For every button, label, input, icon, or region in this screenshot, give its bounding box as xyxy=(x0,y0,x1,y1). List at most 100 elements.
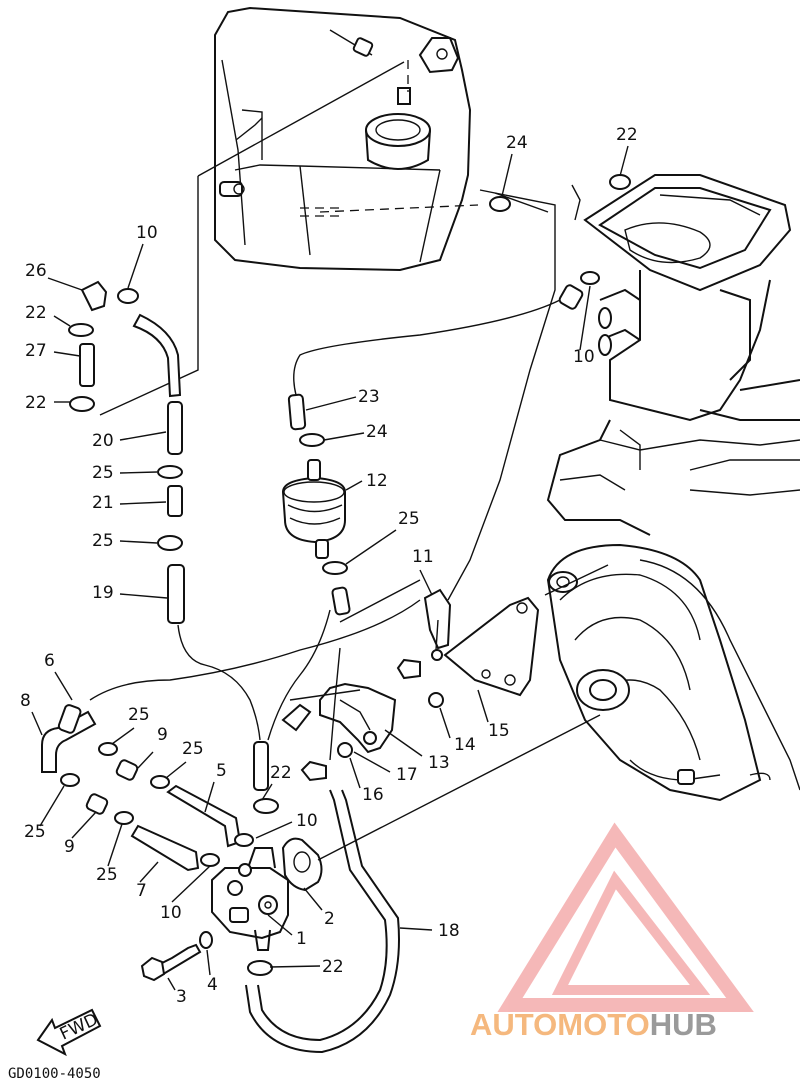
callout-label: 25 xyxy=(96,865,118,885)
hose-19 xyxy=(167,564,185,624)
callout-label: 14 xyxy=(454,735,476,755)
callout-label: 8 xyxy=(20,691,31,711)
callout-leader xyxy=(384,729,423,757)
callout-leader xyxy=(303,887,323,911)
hose-27 xyxy=(79,343,95,387)
callout-leader xyxy=(345,480,363,491)
callout-leader xyxy=(119,431,167,441)
callout-leader xyxy=(165,761,187,779)
callout-label: 25 xyxy=(92,463,114,483)
guide-line xyxy=(99,176,199,416)
callout-label: 10 xyxy=(296,811,318,831)
hose-7 xyxy=(130,824,200,872)
callout-leader xyxy=(54,671,73,701)
callout-label: 13 xyxy=(428,753,450,773)
callout-label: 1 xyxy=(296,929,307,949)
callout-label: 12 xyxy=(366,471,388,491)
carburetor-assembly xyxy=(546,174,800,536)
fittings xyxy=(80,280,444,815)
callout-label: 22 xyxy=(270,763,292,783)
fwd-label: FWD xyxy=(57,1010,101,1045)
hose-short xyxy=(558,284,584,310)
callout-leader xyxy=(269,965,321,968)
callout-label: 16 xyxy=(362,785,384,805)
callout-label: 17 xyxy=(396,765,418,785)
callout-leader xyxy=(267,914,293,936)
guide-line xyxy=(197,61,405,177)
callout-leader xyxy=(204,781,215,813)
callout-leader xyxy=(119,501,167,505)
callout-leader xyxy=(477,689,489,723)
callout-label: 2 xyxy=(324,909,335,929)
callout-leader xyxy=(399,927,433,931)
callout-label: 22 xyxy=(25,393,47,413)
hose-filter-out xyxy=(331,586,351,616)
hose-20 xyxy=(132,313,182,398)
mounting-plate xyxy=(443,564,609,697)
hose-18 xyxy=(257,789,388,1042)
callout-leader xyxy=(419,569,433,596)
callout-leader xyxy=(323,432,365,441)
fuel-cock xyxy=(211,847,289,951)
callout-label: 3 xyxy=(176,987,187,1007)
callout-leader xyxy=(53,315,71,327)
callout-label: 26 xyxy=(25,261,47,281)
callout-leader xyxy=(137,751,154,769)
hose-clip xyxy=(423,588,452,661)
callout-label: 24 xyxy=(506,133,528,153)
callout-label: 20 xyxy=(92,431,114,451)
hose-5 xyxy=(166,784,242,848)
watermark-text: AUTOMOTOHUB xyxy=(470,1007,717,1042)
gasket xyxy=(281,837,323,892)
callout-label: 18 xyxy=(438,921,460,941)
watermark-logo xyxy=(497,822,754,1012)
callout-leader xyxy=(349,757,361,789)
callout-leader xyxy=(119,593,168,599)
callout-label: 9 xyxy=(64,837,75,857)
bolt xyxy=(140,943,202,982)
callout-label: 10 xyxy=(573,347,595,367)
callout-label: 23 xyxy=(358,387,380,407)
callout-leader xyxy=(53,351,81,357)
callout-leader xyxy=(107,823,123,867)
callout-leader xyxy=(353,751,391,773)
callout-leader xyxy=(255,821,293,839)
bracket xyxy=(281,682,397,754)
callout-label: 6 xyxy=(44,651,55,671)
callout-label: 15 xyxy=(488,721,510,741)
callout-leader xyxy=(31,711,43,736)
callout-labels: 1234567899101010101112131415161718192021… xyxy=(20,125,638,1007)
callout-leader xyxy=(501,153,513,197)
hose-6-end xyxy=(57,704,82,734)
callout-label: 24 xyxy=(366,422,388,442)
callout-label: 10 xyxy=(160,903,182,923)
callout-leader xyxy=(206,949,211,976)
fuel-tank xyxy=(214,6,479,272)
callout-label: 25 xyxy=(128,705,150,725)
callout-leader xyxy=(127,243,144,289)
callout-label: 10 xyxy=(136,223,158,243)
callout-label: 21 xyxy=(92,493,114,513)
callout-label: 5 xyxy=(216,761,227,781)
callout-label: 22 xyxy=(25,303,47,323)
callout-label: 25 xyxy=(92,531,114,551)
hose-8 xyxy=(41,710,97,773)
callout-leader xyxy=(167,977,176,991)
washer xyxy=(199,931,213,949)
hose-23 xyxy=(287,393,307,431)
callout-label: 25 xyxy=(24,822,46,842)
callout-leader xyxy=(47,277,83,291)
callout-leader xyxy=(111,727,135,745)
callout-leader xyxy=(39,785,65,827)
callout-leader xyxy=(345,529,397,565)
callout-label: 25 xyxy=(182,739,204,759)
callout-leader xyxy=(261,783,273,801)
callout-leader xyxy=(439,707,451,739)
callout-leader xyxy=(139,861,159,883)
callout-leader xyxy=(119,471,158,474)
callout-label: 25 xyxy=(398,509,420,529)
fuel-filter xyxy=(281,459,346,559)
callout-label: 11 xyxy=(412,547,434,567)
callout-leader xyxy=(619,145,629,177)
